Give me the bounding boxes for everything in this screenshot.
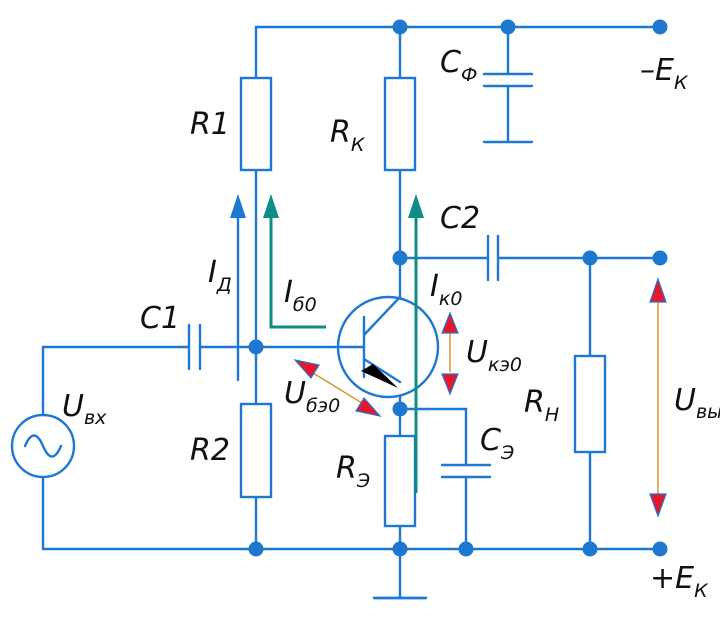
label-id: IД	[208, 255, 232, 296]
voltage-arrow-uke0	[441, 311, 459, 396]
voltage-arrow-uout	[649, 277, 667, 518]
capacitor-ce	[440, 463, 492, 479]
capacitor-c1	[187, 323, 202, 371]
transistor-vt	[328, 295, 440, 399]
label-uke0: Uкэ0	[466, 335, 522, 376]
label-supply-pos: +EК	[650, 561, 709, 602]
resistor-rn	[573, 354, 607, 454]
ac-sine-source-icon	[10, 413, 76, 479]
current-arrow-ib0	[263, 194, 326, 329]
voltage-arrow-ube0	[293, 359, 382, 417]
capacitor-cf	[482, 72, 534, 88]
label-ib0: Iб0	[284, 275, 317, 316]
wires	[41, 25, 662, 600]
label-cf: CФ	[440, 45, 477, 86]
label-ube0: Uбэ0	[284, 376, 340, 417]
label-uout: Uвых	[674, 383, 720, 423]
label-re: RЭ	[336, 451, 370, 492]
junction-nodes	[248, 19, 668, 557]
label-r1: R1	[190, 107, 230, 142]
resistor-r1	[239, 76, 273, 172]
resistor-rk	[383, 76, 417, 172]
label-r2: R2	[190, 433, 230, 468]
label-c1: C1	[140, 301, 180, 336]
label-c2: C2	[440, 201, 480, 236]
label-ik0: Iк0	[430, 269, 462, 310]
resistor-re	[383, 434, 417, 528]
capacitor-c2	[486, 234, 500, 282]
label-supply-neg: –EК	[640, 53, 689, 94]
label-rk: RК	[330, 115, 366, 156]
label-rn: RН	[524, 385, 559, 426]
emitter-arrow-icon	[361, 364, 398, 388]
current-arrow-ik0	[408, 194, 424, 493]
label-ce: CЭ	[480, 423, 514, 464]
label-uin: Uвх	[62, 389, 107, 429]
current-arrow-id	[230, 194, 246, 382]
resistor-r2	[239, 402, 273, 499]
